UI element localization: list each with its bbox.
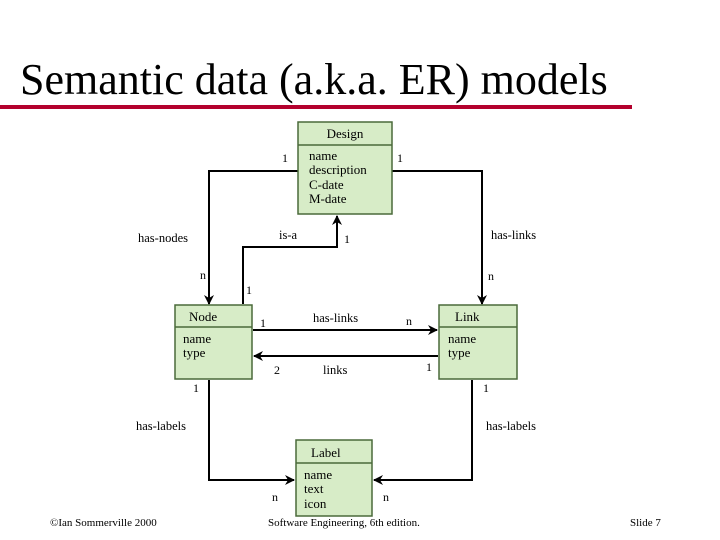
mult-node-labels: 1 xyxy=(193,381,199,395)
relation-has-labels-node: has-labels xyxy=(136,419,186,433)
entity-label: Label name text icon xyxy=(295,439,373,517)
entity-design-name: Design xyxy=(327,126,364,141)
node-attr-name: name xyxy=(183,331,211,346)
entity-link-name: Link xyxy=(455,309,480,324)
link-attr-name: name xyxy=(448,331,476,346)
edge-has-labels-node xyxy=(208,380,295,485)
mult-is-a-node: 1 xyxy=(246,283,252,297)
relation-links: links xyxy=(323,363,347,377)
slide-title: Semantic data (a.k.a. ER) models xyxy=(20,55,608,104)
edge-is-a xyxy=(242,215,342,304)
mult-node-has-links-1: 1 xyxy=(260,316,266,330)
mult-has-nodes-node: n xyxy=(200,268,206,282)
relation-labels: has-nodes is-a has-links has-links links… xyxy=(136,228,536,433)
label-attr-icon: icon xyxy=(304,496,327,511)
relation-is-a: is-a xyxy=(279,228,298,242)
design-attr-m-date: M-date xyxy=(309,191,347,206)
footer-copyright: ©Ian Sommerville 2000 xyxy=(50,517,157,529)
entity-design: Design name description C-date M-date xyxy=(297,121,393,215)
footer-slide-number: Slide 7 xyxy=(630,517,661,529)
label-attr-name: name xyxy=(304,467,332,482)
relation-has-nodes: has-nodes xyxy=(138,231,188,245)
edge-has-nodes xyxy=(204,170,298,305)
multiplicity-labels: 1 1 1 n 1 n 1 n 2 1 1 1 n n xyxy=(193,151,494,504)
entity-node: Node name type xyxy=(174,304,253,380)
mult-node-has-links-n: n xyxy=(406,314,412,328)
mult-link-labels: 1 xyxy=(483,381,489,395)
mult-label-left: n xyxy=(272,490,278,504)
footer-book: Software Engineering, 6th edition. xyxy=(268,517,420,529)
relation-has-labels-link: has-labels xyxy=(486,419,536,433)
entity-label-name: Label xyxy=(311,445,341,460)
relation-has-links-node: has-links xyxy=(313,311,358,325)
entity-node-name: Node xyxy=(189,309,217,324)
link-attr-type: type xyxy=(448,345,471,360)
label-attr-text: text xyxy=(304,481,324,496)
mult-design-left: 1 xyxy=(282,151,288,165)
mult-has-links-link: n xyxy=(488,269,494,283)
connectors xyxy=(204,170,487,485)
title-underline xyxy=(0,105,632,109)
edge-has-labels-link xyxy=(373,380,473,485)
design-attr-description: description xyxy=(309,162,367,177)
design-attr-c-date: C-date xyxy=(309,177,344,192)
relation-has-links-design: has-links xyxy=(491,228,536,242)
mult-links-link: 1 xyxy=(426,360,432,374)
mult-is-a-design: 1 xyxy=(344,232,350,246)
mult-label-right: n xyxy=(383,490,389,504)
design-attr-name: name xyxy=(309,148,337,163)
edge-has-links-design xyxy=(392,170,487,305)
mult-links-node: 2 xyxy=(274,363,280,377)
mult-design-right: 1 xyxy=(397,151,403,165)
node-attr-type: type xyxy=(183,345,206,360)
entity-link: Link name type xyxy=(438,304,518,380)
